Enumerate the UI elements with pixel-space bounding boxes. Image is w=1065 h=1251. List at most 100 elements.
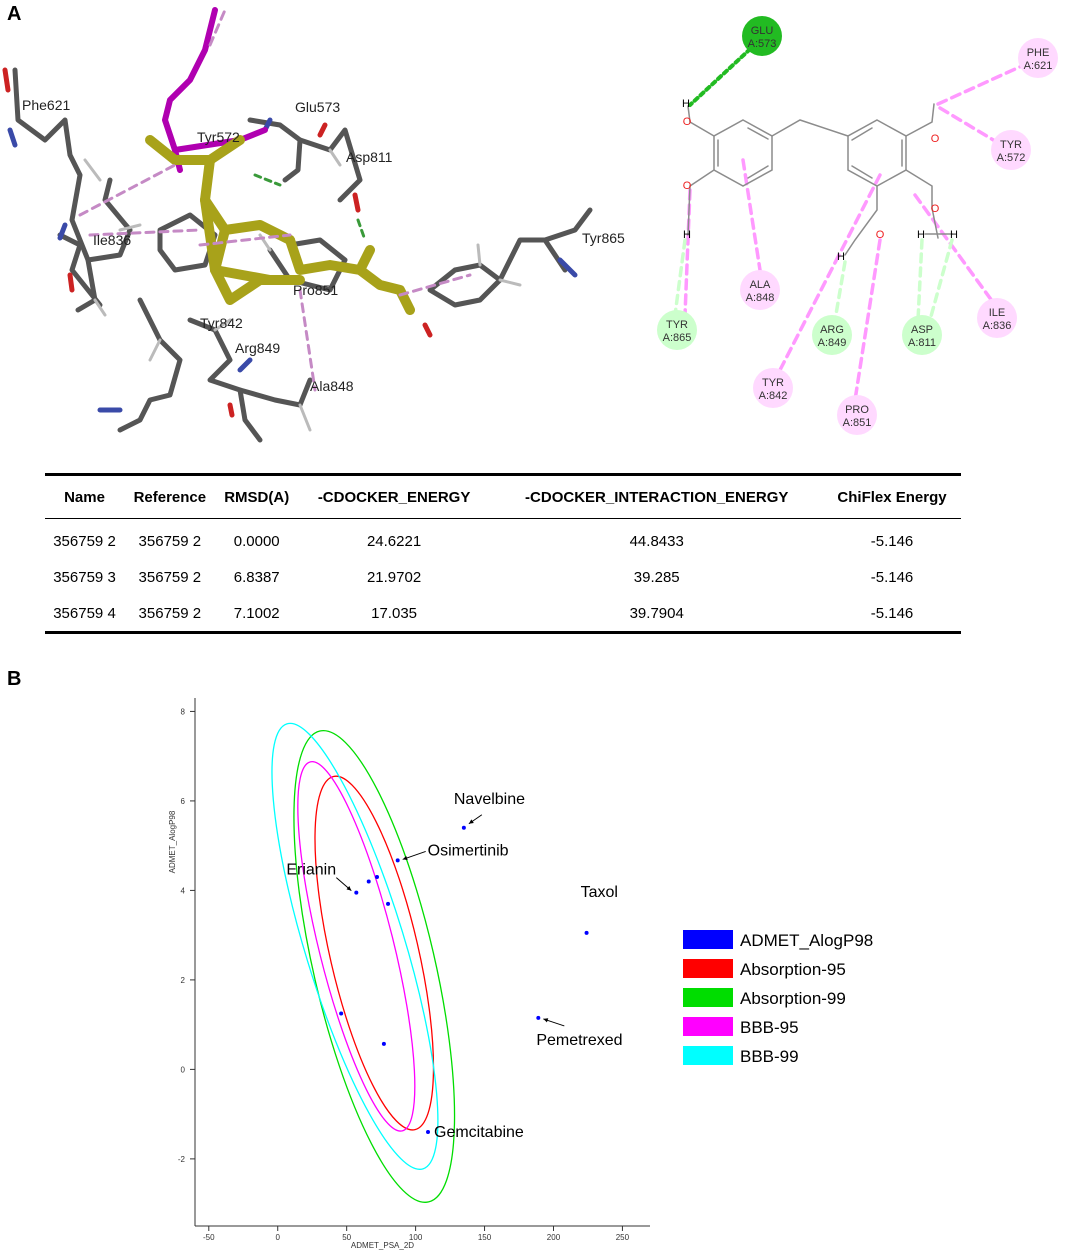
cell: 0.0000 [233,532,280,550]
residue-label-ile836: Ile836 [93,232,131,248]
data-point [354,890,359,895]
legend-label: BBB-95 [740,1018,799,1037]
y-tick-label: 6 [181,797,186,806]
y-tick-label: -2 [178,1155,186,1164]
cell: 356759 2 [53,532,116,550]
data-point [426,1130,431,1135]
residue-label-tyr572: Tyr572 [197,129,240,145]
cell: -5.146 [870,604,914,622]
legend-swatch [683,930,733,949]
x-tick-label: 250 [616,1233,630,1242]
panel-a-label: A [7,3,22,25]
y-tick-label: 8 [181,707,186,716]
cell: 356759 4 [53,604,116,622]
residue-id: A:572 [997,152,1026,164]
x-tick-label: 200 [547,1233,561,1242]
residue-label-glu573: Glu573 [295,99,340,115]
atom-o-3: O [931,133,940,145]
data-point [461,825,466,830]
x-tick-label: 150 [478,1233,492,1242]
atom-o-4: O [931,203,940,215]
col-chiflex-energy: ChiFlex Energy [837,488,947,506]
panel-b-label: B [7,668,22,690]
data-point [339,1011,344,1016]
col-cdocker-interaction-energy: -CDOCKER_INTERACTION_ENERGY [525,488,789,506]
table-header-row: Name Reference RMSD(A) -CDOCKER_ENERGY -… [45,474,961,519]
residue-label-ala848: Ala848 [310,378,354,394]
cell: 39.7904 [629,604,684,622]
x-axis-label: ADMET_PSA_2D [351,1241,414,1250]
table-row: 356759 3 356759 2 6.8387 21.9702 39.285 … [45,559,961,595]
cell: -5.146 [870,568,914,586]
legend-swatch [683,1017,733,1036]
residue-id: A:849 [818,337,847,349]
docking-results-table: Name Reference RMSD(A) -CDOCKER_ENERGY -… [45,473,961,634]
col-rmsd: RMSD(A) [224,488,290,506]
residue-label-tyr865: Tyr865 [582,230,625,246]
x-tick-label: 50 [342,1233,351,1242]
interaction-diagram-2d: H O O H O O O H H H GLUA:573PHEA:621TYRA… [657,16,1058,435]
cell: 17.035 [371,604,418,622]
y-tick-label: 2 [181,976,186,985]
cell: 21.9702 [366,568,422,586]
residue-id: A:573 [748,38,777,50]
residue-id: A:811 [908,337,936,349]
table-row: 356759 4 356759 2 7.1002 17.035 39.7904 … [45,595,961,633]
residue-label-asp811: Asp811 [346,149,393,165]
legend-label: ADMET_AlogP98 [740,931,873,950]
residue-id: A:621 [1024,60,1053,72]
residue-label-tyr842: Tyr842 [200,315,243,331]
residue-id: A:842 [759,390,788,402]
col-name: Name [64,488,105,506]
residue-id: A:848 [746,292,775,304]
y-axis-label: ADMET_AlogP98 [168,810,177,873]
legend-swatch [683,1046,733,1065]
legend-label: BBB-99 [740,1047,799,1066]
residue-name: ALA [750,279,771,291]
x-tick-label: 100 [409,1233,423,1242]
cell: 24.6221 [366,532,422,550]
x-tick-label: 0 [276,1233,281,1242]
data-point [584,930,589,935]
atom-h-5: H [950,229,958,241]
atom-h-3: H [837,251,845,263]
point-label: Osimertinib [428,842,509,859]
atom-h-2: H [683,229,691,241]
residue-id: A:836 [983,320,1012,332]
point-label: Pemetrexed [536,1032,622,1049]
cell: 6.8387 [233,568,280,586]
y-tick-label: 4 [181,886,186,895]
data-point [395,858,400,863]
data-point [386,901,391,906]
residue-name: PHE [1027,47,1050,59]
cell: 356759 3 [53,568,116,586]
x-tick-label: -50 [203,1233,215,1242]
cell: 356759 2 [138,604,202,622]
residue-name: ILE [989,307,1006,319]
residue-label-phe621: Phe621 [22,97,70,113]
point-label: Gemcitabine [434,1124,524,1141]
ellipse-bbb-95 [297,760,416,1132]
data-point [381,1041,386,1046]
residue-name: TYR [666,319,688,331]
ellipse-bbb-99 [271,722,439,1170]
table-row: 356759 2 356759 2 0.0000 24.6221 44.8433… [45,519,961,560]
ellipse-absorption-95 [314,775,435,1131]
point-label: Erianin [286,862,336,879]
arrow-head [346,886,352,891]
atom-o-1: O [683,116,692,128]
col-cdocker-energy: -CDOCKER_ENERGY [317,488,471,506]
arrow-head [468,819,474,824]
binding-pose-3d-image: Phe621 Tyr572 Glu573 Asp811 Ile836 Tyr86… [2,7,625,443]
cell: 356759 2 [138,532,202,550]
cell: 44.8433 [629,532,684,550]
residue-name: ASP [911,324,933,336]
legend-label: Absorption-99 [740,989,846,1008]
